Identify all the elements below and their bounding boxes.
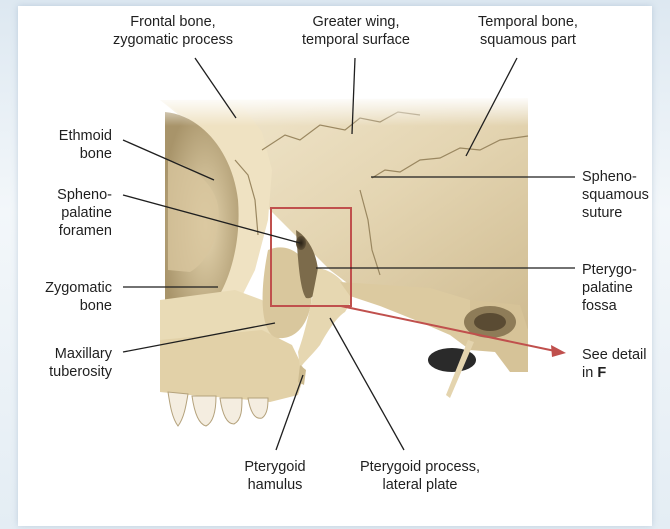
label-greater-wing: Greater wing, temporal surface <box>276 13 436 49</box>
leader-lateral-plate <box>330 318 404 450</box>
label-see-detail: See detail in F <box>582 346 668 382</box>
label-maxillary-tuberosity: Maxillary tuberosity <box>20 345 112 381</box>
label-pterygopalatine-fossa: Pterygo- palatine fossa <box>582 261 668 315</box>
label-pterygoid-hamulus: Pterygoid hamulus <box>220 458 330 494</box>
label-sphenopalatine-foramen: Spheno- palatine foramen <box>20 186 112 240</box>
label-ethmoid: Ethmoid bone <box>20 127 112 163</box>
label-zygomatic-bone: Zygomatic bone <box>20 279 112 315</box>
label-temporal-squamous: Temporal bone, squamous part <box>448 13 608 49</box>
see-detail-text: See detail in <box>582 347 647 381</box>
sphenopalatine-foramen-shape <box>296 236 306 250</box>
detail-arrowhead <box>551 345 566 357</box>
see-detail-figure-ref: F <box>597 365 606 381</box>
label-pterygoid-lateral-plate: Pterygoid process, lateral plate <box>340 458 500 494</box>
label-sphenosquamous-suture: Spheno- squamous suture <box>582 168 668 222</box>
label-frontal-zygomatic: Frontal bone, zygomatic process <box>88 13 258 49</box>
